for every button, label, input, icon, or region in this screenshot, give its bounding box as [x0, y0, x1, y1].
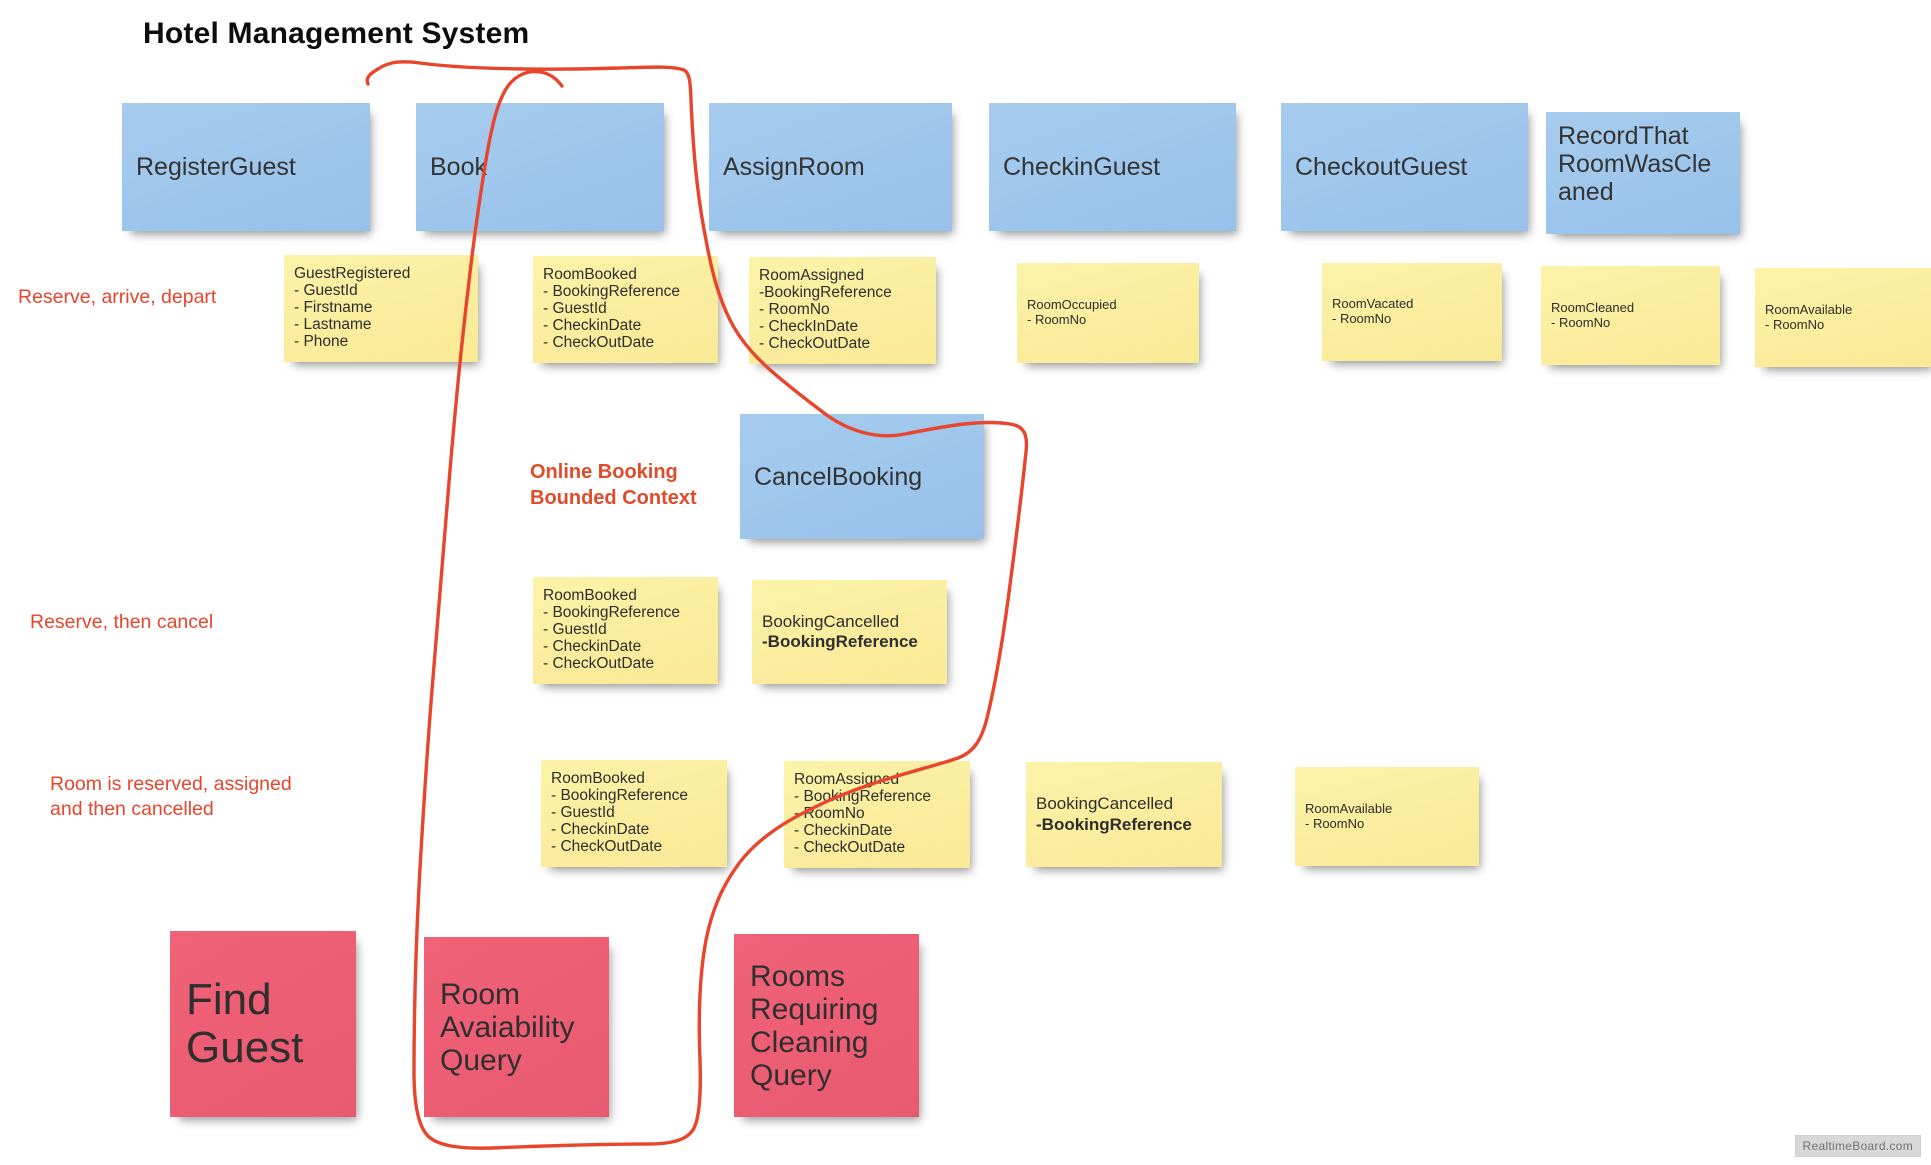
event-sticky-roombooked-row2[interactable]: RoomBooked - BookingReference - GuestId … [533, 577, 718, 684]
event-sticky-body: RoomBooked - BookingReference - GuestId … [533, 256, 718, 357]
event-field: -BookingReference [762, 632, 918, 651]
event-field: - Firstname [294, 299, 373, 317]
command-label: RegisterGuest [136, 153, 296, 181]
event-field: - RoomNo [1027, 312, 1087, 327]
event-field: - CheckinDate [543, 638, 642, 656]
event-sticky-body: RoomBooked - BookingReference - GuestId … [533, 577, 718, 678]
command-label: CheckinGuest [1003, 153, 1161, 181]
event-sticky-body: RoomOccupied - RoomNo [1017, 298, 1125, 327]
command-card-assignroom[interactable]: AssignRoom [709, 103, 952, 231]
event-sticky-roombooked-row1[interactable]: RoomBooked - BookingReference - GuestId … [533, 256, 718, 363]
command-label: Book [430, 153, 487, 181]
query-label: Room Avaiability Query [440, 977, 575, 1077]
event-field: - RoomNo [1551, 314, 1611, 330]
watermark-realtimeboard: RealtimeBoard.com [1794, 1135, 1921, 1157]
event-field: - Phone [294, 333, 349, 351]
event-field: - BookingReference [794, 788, 931, 806]
event-field: - CheckOutDate [794, 839, 906, 857]
event-sticky-roomvacated[interactable]: RoomVacated - RoomNo [1322, 263, 1502, 361]
event-sticky-roomassigned-row3[interactable]: RoomAssigned - BookingReference - RoomNo… [784, 761, 970, 868]
event-sticky-bookingcancelled-row3[interactable]: BookingCancelled -BookingReference [1026, 762, 1222, 867]
event-field: - RoomNo [1305, 815, 1365, 831]
event-title: RoomVacated [1332, 296, 1414, 312]
event-title: RoomAvailable [1305, 800, 1393, 816]
command-card-checkinguest[interactable]: CheckinGuest [989, 103, 1236, 231]
board-title: Hotel Management System [143, 17, 530, 50]
event-field: - GuestId [551, 804, 615, 822]
event-sticky-bookingcancelled-row2[interactable]: BookingCancelled -BookingReference [752, 580, 947, 684]
event-sticky-guestregistered[interactable]: GuestRegistered - GuestId - Firstname - … [284, 255, 478, 362]
event-title: RoomAssigned [794, 771, 900, 788]
query-label: Find Guest [186, 974, 304, 1072]
event-field: - CheckOutDate [543, 334, 655, 352]
event-sticky-roomavailable-row3[interactable]: RoomAvailable - RoomNo [1295, 767, 1479, 866]
bounded-context-label: Online Booking Bounded Context [530, 461, 697, 510]
event-sticky-body: RoomAssigned -BookingReference - RoomNo … [749, 257, 936, 358]
event-field: - Lastname [294, 316, 372, 334]
event-sticky-roombooked-row3[interactable]: RoomBooked - BookingReference - GuestId … [541, 760, 727, 867]
event-title: RoomAvailable [1765, 301, 1853, 317]
event-field: - GuestId [294, 282, 358, 300]
event-sticky-body: RoomVacated - RoomNo [1322, 297, 1421, 326]
event-sticky-roomavailable-row1[interactable]: RoomAvailable - RoomNo [1755, 268, 1931, 367]
event-sticky-body: RoomCleaned - RoomNo [1541, 299, 1642, 330]
swimlane-label-reserve-arrive-depart: Reserve, arrive, depart [18, 286, 217, 308]
query-card-room-availability-query[interactable]: Room Avaiability Query [424, 937, 609, 1117]
event-sticky-body: RoomBooked - BookingReference - GuestId … [541, 760, 727, 861]
event-sticky-body: BookingCancelled -BookingReference [752, 612, 926, 653]
event-sticky-body: BookingCancelled -BookingReference [1026, 794, 1200, 835]
event-field: - CheckOutDate [543, 655, 655, 673]
command-card-cancelbooking[interactable]: CancelBooking [740, 414, 984, 539]
event-sticky-roomassigned-row1[interactable]: RoomAssigned -BookingReference - RoomNo … [749, 257, 936, 364]
query-label: Rooms Requiring Cleaning Query [750, 959, 879, 1092]
event-field: - BookingReference [543, 283, 680, 301]
command-card-book[interactable]: Book [416, 103, 664, 231]
event-field: - BookingReference [551, 787, 688, 805]
event-title: RoomBooked [551, 770, 645, 787]
event-sticky-body: RoomAssigned - BookingReference - RoomNo… [784, 761, 970, 862]
event-field: - CheckinDate [794, 822, 893, 840]
event-sticky-roomcleaned[interactable]: RoomCleaned - RoomNo [1541, 266, 1720, 365]
command-card-registerguest[interactable]: RegisterGuest [122, 103, 370, 231]
event-field: - GuestId [543, 300, 607, 318]
event-field: - RoomNo [1765, 316, 1825, 332]
event-field: - BookingReference [543, 604, 680, 622]
swimlane-label-reserve-then-cancel: Reserve, then cancel [30, 611, 214, 633]
event-title: RoomBooked [543, 587, 637, 604]
command-label: CancelBooking [754, 462, 923, 491]
event-title: RoomOccupied [1027, 297, 1117, 313]
command-card-checkoutguest[interactable]: CheckoutGuest [1281, 103, 1528, 231]
event-field: - RoomNo [759, 301, 830, 319]
event-field: - GuestId [543, 621, 607, 639]
event-title: RoomBooked [543, 266, 637, 283]
event-sticky-roomoccupied[interactable]: RoomOccupied - RoomNo [1017, 263, 1199, 363]
command-label: RecordThat RoomWasCle aned [1558, 122, 1712, 206]
event-field: -BookingReference [759, 284, 892, 302]
event-sticky-body: RoomAvailable - RoomNo [1295, 800, 1400, 831]
event-sticky-body: RoomAvailable - RoomNo [1755, 301, 1860, 332]
event-field: -BookingReference [1036, 814, 1192, 834]
event-title: BookingCancelled [762, 611, 900, 631]
event-title: RoomAssigned [759, 267, 865, 284]
event-sticky-body: GuestRegistered - GuestId - Firstname - … [284, 255, 478, 356]
command-label: AssignRoom [723, 153, 865, 181]
event-title: BookingCancelled [1036, 794, 1174, 814]
event-field: - RoomNo [1332, 311, 1392, 326]
command-label: CheckoutGuest [1295, 153, 1468, 181]
event-field: - RoomNo [794, 805, 865, 823]
event-field: - CheckinDate [543, 317, 642, 335]
event-title: RoomCleaned [1551, 299, 1635, 315]
event-title: GuestRegistered [294, 265, 411, 282]
event-field: - CheckOutDate [759, 335, 871, 353]
query-card-find-guest[interactable]: Find Guest [170, 931, 356, 1117]
event-field: - CheckinDate [551, 821, 650, 839]
event-field: - CheckInDate [759, 318, 859, 336]
query-card-rooms-requiring-cleaning-query[interactable]: Rooms Requiring Cleaning Query [734, 934, 919, 1117]
event-field: - CheckOutDate [551, 838, 663, 856]
swimlane-label-room-reserved-assigned-cancelled: Room is reserved, assigned and then canc… [50, 773, 292, 821]
command-card-recordthatroomwascleaned[interactable]: RecordThat RoomWasCle aned [1546, 112, 1740, 234]
